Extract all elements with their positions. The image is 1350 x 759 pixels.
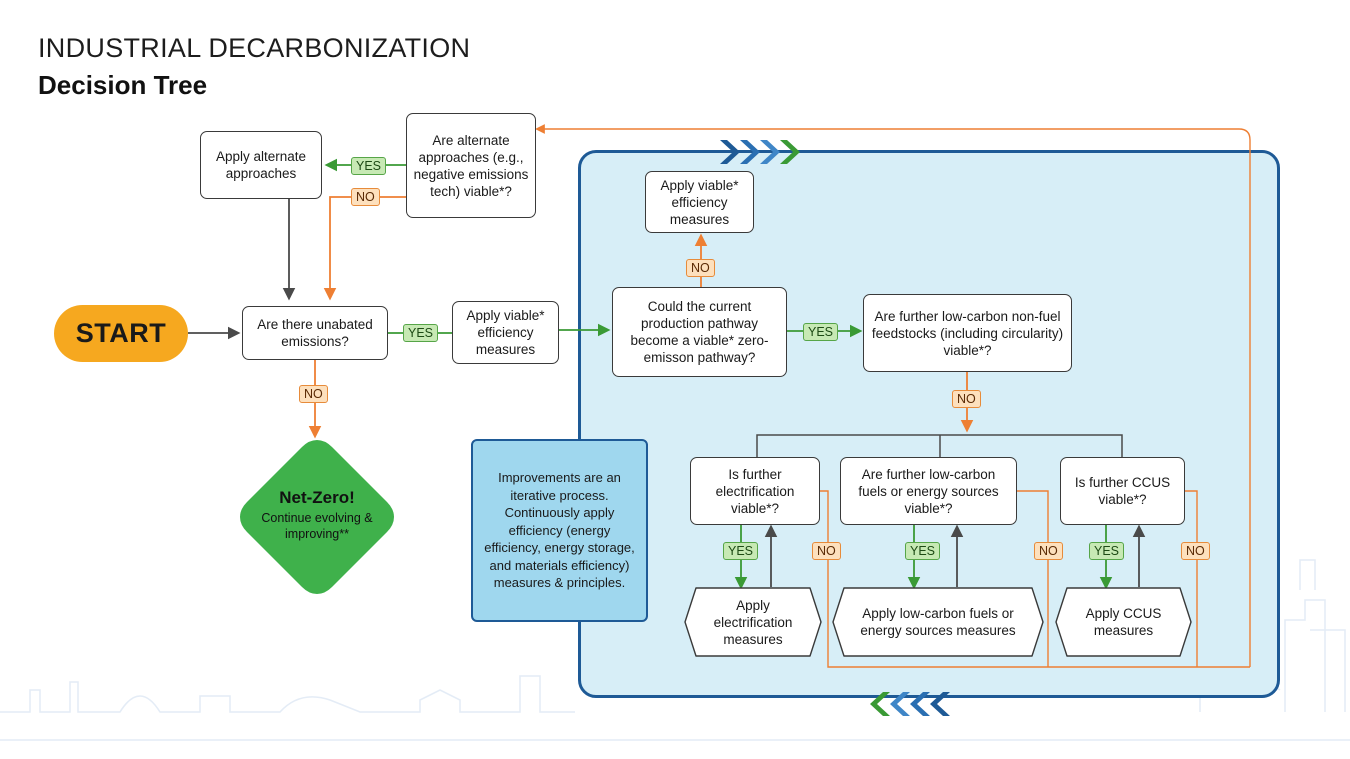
action-apply-ccus: Apply CCUS measures [1055,587,1192,657]
question-electrification: Is further electrification viable*? [690,457,820,525]
apply-ccus-label: Apply CCUS measures [1085,606,1162,638]
tag-no-feedstocks: NO [952,390,981,408]
chevron-left-icon [870,692,950,716]
tag-yes-alternate: YES [351,157,387,175]
question-ccus: Is further CCUS viable*? [1060,457,1185,525]
question-feedstocks: Are further low-carbon non-fuel feedstoc… [863,294,1072,372]
question-low-carbon-fuels: Are further low-carbon fuels or energy s… [840,457,1017,525]
tag-no-ccus: NO [1181,542,1210,560]
action-apply-electrification: Apply electrification measures [684,587,822,657]
tag-yes-fuels: YES [905,542,941,560]
apply-electrification-label: Apply electrification measures [713,597,793,647]
tag-no-pathway: NO [686,259,715,277]
page-title: INDUSTRIAL DECARBONIZATION [38,33,471,63]
tag-no-unabated: NO [299,385,328,403]
action-apply-efficiency-top: Apply viable* efficiency measures [645,171,754,233]
iteration-note: Improvements are an iterative process. C… [471,439,648,622]
start-node: START [54,305,188,362]
question-alternate-approaches: Are alternate approaches (e.g., negative… [406,113,536,218]
tag-no-fuels: NO [1034,542,1063,560]
tag-yes-electrification: YES [723,542,759,560]
action-apply-efficiency: Apply viable* efficiency measures [452,301,559,364]
tag-yes-pathway: YES [803,323,839,341]
netzero-label: Net-Zero! Continue evolving & improving*… [232,488,402,542]
apply-fuels-label: Apply low-carbon fuels or energy sources… [860,606,1016,638]
question-production-pathway: Could the current production pathway bec… [612,287,787,377]
tag-no-alternate: NO [351,188,380,206]
tag-yes-ccus: YES [1089,542,1125,560]
netzero-diamond [240,440,394,594]
action-apply-alternate: Apply alternate approaches [200,131,322,199]
question-unabated-emissions: Are there unabated emissions? [242,306,388,360]
netzero-subtitle: Continue evolving & improving** [261,511,373,541]
netzero-title: Net-Zero! [279,488,355,507]
tag-no-electrification: NO [812,542,841,560]
chevron-right-icon [598,140,800,164]
action-apply-fuels: Apply low-carbon fuels or energy sources… [832,587,1044,657]
tag-yes-unabated: YES [403,324,439,342]
page-subtitle: Decision Tree [38,70,208,100]
